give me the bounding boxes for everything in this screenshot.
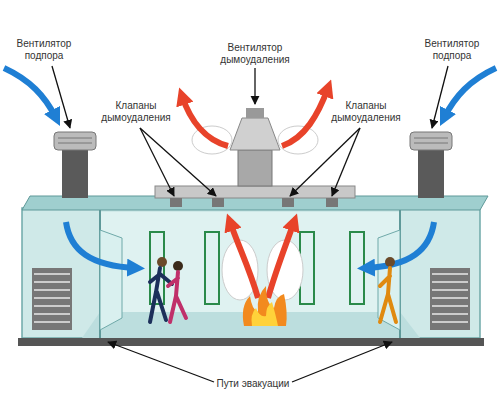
smoke-exhaust bbox=[155, 88, 355, 300]
leader-lines bbox=[52, 66, 448, 382]
door-leaf bbox=[378, 230, 400, 330]
callout-label: Вентилятор дымоудаления bbox=[212, 42, 298, 66]
leader-line bbox=[332, 128, 360, 196]
grille-back bbox=[430, 268, 470, 330]
smoke-puffs bbox=[192, 126, 318, 300]
person bbox=[168, 272, 186, 322]
floor-slab bbox=[18, 338, 484, 346]
leader-line bbox=[140, 128, 174, 196]
fan-top bbox=[246, 108, 264, 118]
duct bbox=[155, 186, 355, 198]
grille-slats bbox=[432, 274, 468, 322]
people bbox=[150, 257, 396, 322]
person-head bbox=[157, 257, 167, 267]
leader-line bbox=[140, 128, 216, 196]
person bbox=[380, 268, 396, 322]
flame-core bbox=[252, 302, 279, 326]
fan-cap bbox=[410, 132, 452, 150]
door bbox=[205, 232, 219, 304]
person bbox=[150, 268, 172, 322]
smoke-arrows bbox=[182, 88, 328, 298]
person-head bbox=[385, 257, 395, 267]
person-head bbox=[173, 261, 183, 271]
air-arrow bbox=[4, 68, 56, 118]
fan-slots bbox=[58, 138, 92, 143]
valve bbox=[212, 198, 224, 207]
valve bbox=[170, 198, 182, 207]
fan-shaft bbox=[418, 150, 444, 198]
door bbox=[350, 232, 364, 304]
door-leaf bbox=[100, 230, 122, 330]
grille-back bbox=[32, 268, 72, 330]
fan-hood bbox=[230, 118, 280, 150]
leader-line bbox=[292, 342, 392, 382]
leader-line bbox=[108, 342, 214, 382]
supply-fan-left bbox=[54, 132, 96, 198]
air-arrow bbox=[444, 68, 496, 118]
fan-shaft bbox=[62, 150, 88, 198]
smoke-arrow bbox=[230, 222, 258, 298]
fire bbox=[243, 286, 287, 326]
callout-label: Пути эвакуации bbox=[198, 378, 308, 390]
valve bbox=[282, 198, 294, 207]
smoke-arrow bbox=[182, 96, 228, 146]
valve bbox=[326, 198, 338, 207]
air-arrow bbox=[66, 222, 136, 268]
grille-slats bbox=[34, 274, 70, 322]
callout-label: Клапаны дымоудаления bbox=[328, 100, 404, 124]
smoke-arrow bbox=[282, 88, 328, 146]
leader-line bbox=[290, 128, 360, 196]
fan-housing bbox=[238, 150, 272, 186]
callout-label: Вентилятор подпора bbox=[12, 38, 76, 62]
fan-slots bbox=[414, 138, 448, 143]
building bbox=[18, 196, 488, 346]
leader-line bbox=[432, 66, 448, 128]
leader-line bbox=[52, 66, 70, 128]
callout-label: Вентилятор подпора bbox=[420, 38, 484, 62]
supply-fan-right bbox=[410, 132, 452, 198]
building-body bbox=[22, 208, 480, 338]
leader-line bbox=[254, 68, 255, 104]
flame bbox=[243, 286, 287, 326]
fan-cap bbox=[54, 132, 96, 150]
air-arrow bbox=[366, 222, 434, 268]
callout-label: Клапаны дымоудаления bbox=[98, 100, 174, 124]
smoke-arrow bbox=[268, 222, 294, 298]
air-arrows bbox=[4, 68, 496, 268]
